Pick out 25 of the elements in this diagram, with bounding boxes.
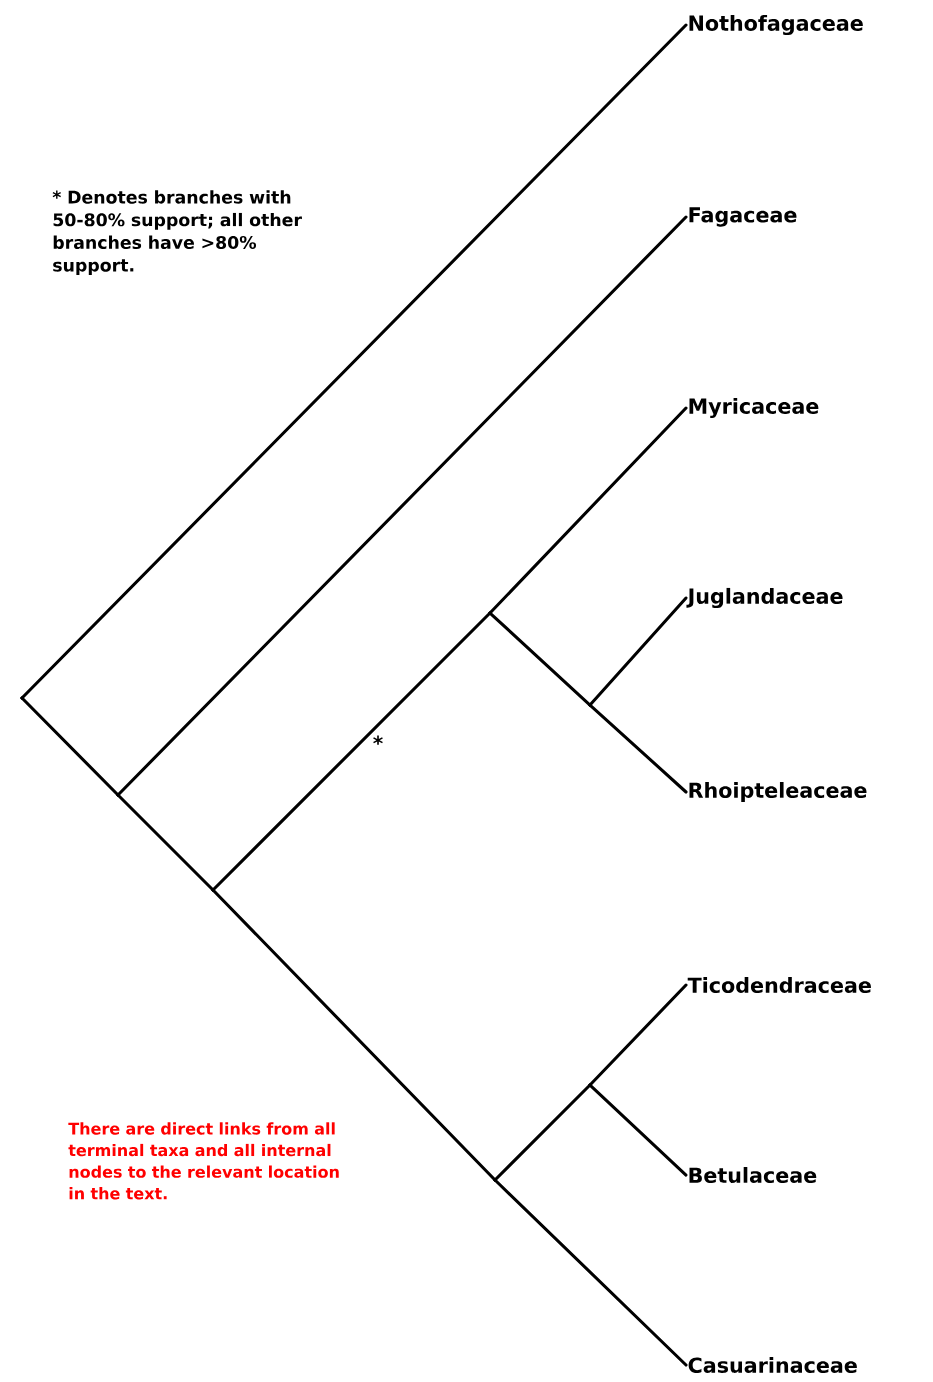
branch-line [588,983,688,1087]
support-mark: * [371,734,385,752]
taxon-label: Ticodendraceae [687,977,871,993]
note-text: * Denotes branches with 50-80% support; all other branches have >80% support. [52,190,302,276]
taxon-label: Fagaceae [689,207,797,227]
taxon-label: Juglandaceae [686,587,843,609]
taxon-label: Nothofagaceae [689,14,863,36]
taxon-label: Myricaceae [689,397,819,419]
branch-line [211,611,492,892]
branch-line [493,1083,592,1182]
branch-line [211,888,497,1182]
taxon-label: Casuarinaceae [688,1357,857,1373]
taxon-label: Betulaceae [689,1167,817,1183]
taxon-label: Rhoipteleaceae [689,782,867,802]
branch-line [493,1178,688,1367]
branch-line [488,611,592,707]
branch-line [588,703,688,794]
note-text: There are direct links from all terminal taxa and all internal nodes to the relevant location in the text. [68,1122,339,1200]
branch-line [20,23,688,700]
branch-line [20,696,120,797]
branch-line [588,596,688,707]
branch-line [488,406,688,615]
branch-line [116,793,215,892]
branch-line [588,1083,688,1177]
branch-line [116,215,688,797]
